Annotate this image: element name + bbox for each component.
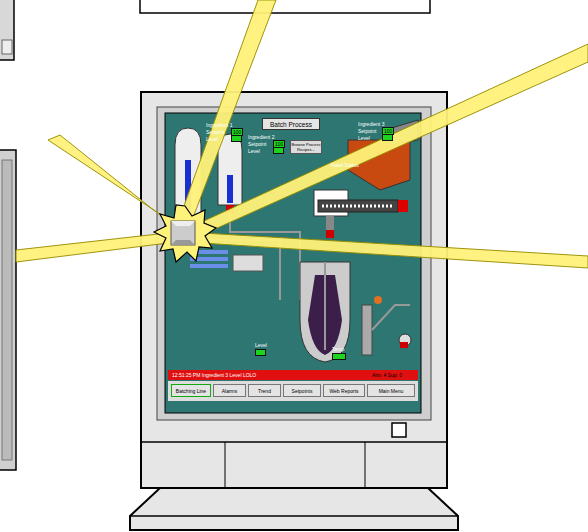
button-text: Batch Process bbox=[270, 121, 312, 128]
level-value-box bbox=[273, 147, 284, 154]
screen-button: Browse Process Recipes... bbox=[290, 140, 322, 154]
field-name: Setpoint bbox=[206, 129, 224, 135]
button-text: Main Menu bbox=[379, 388, 404, 394]
field-name: Setpoint bbox=[358, 128, 376, 134]
button-text: Trend bbox=[258, 388, 271, 394]
temp-value-box bbox=[332, 353, 346, 360]
field-name: Temp bbox=[332, 346, 344, 352]
setpoint-value: 100 bbox=[231, 128, 243, 136]
screen-button: Setpoints bbox=[283, 384, 321, 397]
setpoint-value: 100 bbox=[273, 140, 285, 148]
tank-label: Ingredient 1 bbox=[206, 122, 232, 128]
status-label: Flash Status bbox=[331, 162, 359, 168]
button-text: Web Reports bbox=[329, 388, 358, 394]
button-text: Batching Line bbox=[176, 388, 206, 394]
alarm-count: Alm: 4 Sup: 0 bbox=[372, 372, 402, 378]
setpoint-value: 100 bbox=[382, 127, 394, 135]
screen-button: Trend bbox=[248, 384, 281, 397]
level-value-box bbox=[231, 135, 242, 142]
screen-button: Web Reports bbox=[323, 384, 365, 397]
alarm-text: 12:51:25 PM Ingredient 3 Level LOLO bbox=[172, 372, 256, 378]
field-name: Level bbox=[248, 148, 260, 154]
field-name: Level bbox=[206, 136, 218, 142]
field-name: Level bbox=[255, 342, 267, 348]
button-text: Alarms bbox=[222, 388, 238, 394]
level-value-box bbox=[382, 134, 393, 141]
screen-button: Batching Line bbox=[171, 384, 211, 397]
button-text: Browse Process Recipes... bbox=[291, 142, 321, 152]
button-text: Setpoints bbox=[292, 388, 313, 394]
screen-title-box: Batch Process bbox=[262, 118, 320, 130]
screen-button: Alarms bbox=[213, 384, 246, 397]
tank-label: Ingredient 2 bbox=[248, 134, 274, 140]
field-name: Setpoint bbox=[248, 141, 266, 147]
level-value-box bbox=[255, 349, 266, 356]
field-name: Level bbox=[358, 135, 370, 141]
screen-button: Main Menu bbox=[367, 384, 415, 397]
tank-label: Ingredient 3 bbox=[358, 121, 384, 127]
